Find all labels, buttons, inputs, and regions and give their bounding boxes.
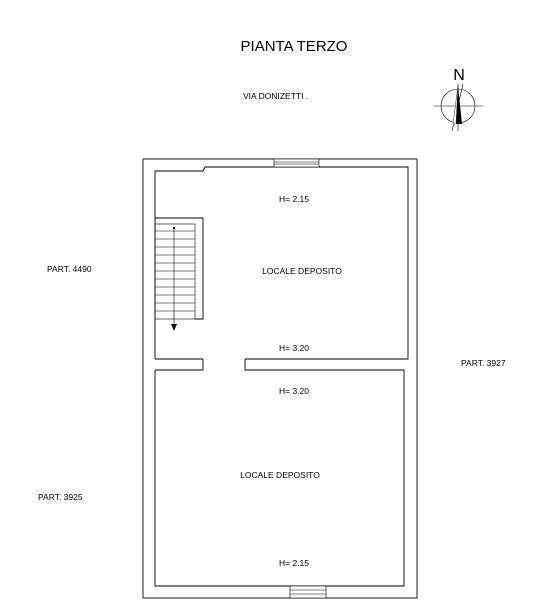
parcel-label-4490: PART. 4490 — [47, 264, 92, 274]
lower-room-height-top: H= 3.20 — [279, 386, 309, 396]
upper-room-height-bottom: H= 3.20 — [279, 343, 309, 353]
window-top — [273, 158, 320, 168]
north-letter: N — [453, 67, 465, 84]
plan-title: PIANTA TERZO — [241, 38, 348, 55]
lower-room-height-bottom: H= 2.15 — [279, 558, 309, 568]
lower-room-name: LOCALE DEPOSITO — [240, 470, 320, 480]
street-label: VIA DONIZETTI . — [243, 91, 308, 101]
staircase — [154, 217, 204, 331]
upper-room-name: LOCALE DEPOSITO — [262, 266, 342, 276]
window-bottom — [289, 585, 327, 599]
upper-room-height-top: H= 2.15 — [279, 194, 309, 204]
north-arrow-icon: N — [434, 67, 483, 132]
parcel-label-3927: PART. 3927 — [461, 358, 506, 368]
parcel-label-3925: PART. 3925 — [38, 492, 83, 502]
outer-walls — [142, 158, 418, 599]
